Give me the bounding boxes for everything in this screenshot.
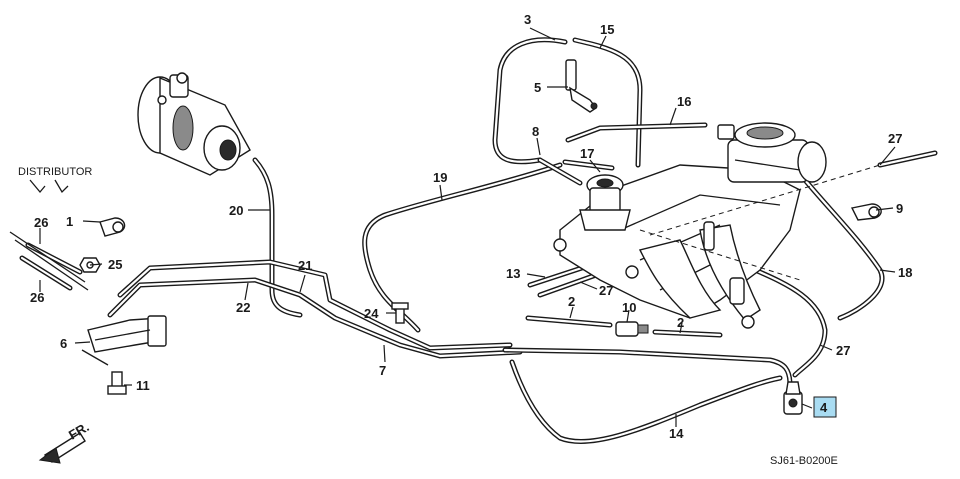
callout-2-right: 2	[677, 315, 684, 330]
distributor-arrow-icon	[29, 179, 69, 194]
callout-numbers: 3 15 5 16 8 17 19 27 9 18 20 21 22 1 26 …	[30, 12, 912, 441]
callout-2-left: 2	[568, 294, 575, 309]
callout-17: 17	[580, 146, 594, 161]
hose-clamp-9	[850, 203, 882, 221]
callout-11: 11	[136, 378, 150, 393]
callout-7: 7	[379, 363, 386, 378]
callout-6: 6	[60, 336, 67, 351]
callout-1: 1	[66, 214, 73, 229]
callout-22: 22	[236, 300, 250, 315]
callout-20: 20	[229, 203, 243, 218]
callout-26-bottom: 26	[30, 290, 44, 305]
callout-16: 16	[677, 94, 691, 109]
callout-18: 18	[898, 265, 912, 280]
reference-line	[639, 229, 801, 281]
callout-27-right: 27	[836, 343, 850, 358]
callout-4: 4	[820, 400, 828, 415]
distributor-label: DISTRIBUTOR	[18, 166, 92, 178]
diagram-code: SJ61-B0200E	[770, 455, 838, 467]
one-way-valve-10	[615, 321, 649, 337]
callout-15: 15	[600, 22, 614, 37]
callout-8: 8	[532, 124, 539, 139]
callout-25: 25	[108, 257, 122, 272]
vacuum-switch-4	[783, 381, 803, 415]
callout-24: 24	[364, 306, 379, 321]
callout-27-mid: 27	[599, 283, 613, 298]
purge-cut-solenoid	[137, 72, 251, 176]
callout-13: 13	[506, 266, 520, 281]
reference-line	[649, 164, 881, 236]
callout-27-top: 27	[888, 131, 902, 146]
hose-clamp-1	[99, 217, 126, 237]
highlight-box-4	[813, 396, 837, 418]
front-arrow-icon	[38, 432, 86, 464]
throttle-body	[717, 122, 827, 183]
bracket-6	[81, 315, 167, 366]
hose-routing	[9, 37, 938, 445]
egr-valve	[579, 174, 631, 231]
callout-21: 21	[298, 258, 312, 273]
callout-19: 19	[433, 170, 447, 185]
callout-9: 9	[896, 201, 903, 216]
callout-3: 3	[524, 12, 531, 27]
callout-10: 10	[622, 300, 636, 315]
callout-26-top: 26	[34, 215, 48, 230]
callout-14: 14	[669, 426, 684, 441]
vacuum-fitting-5	[565, 59, 598, 113]
bolt-11	[107, 371, 127, 395]
callout-leaders	[39, 27, 896, 427]
callout-5: 5	[534, 80, 541, 95]
bolt-24	[391, 302, 409, 324]
